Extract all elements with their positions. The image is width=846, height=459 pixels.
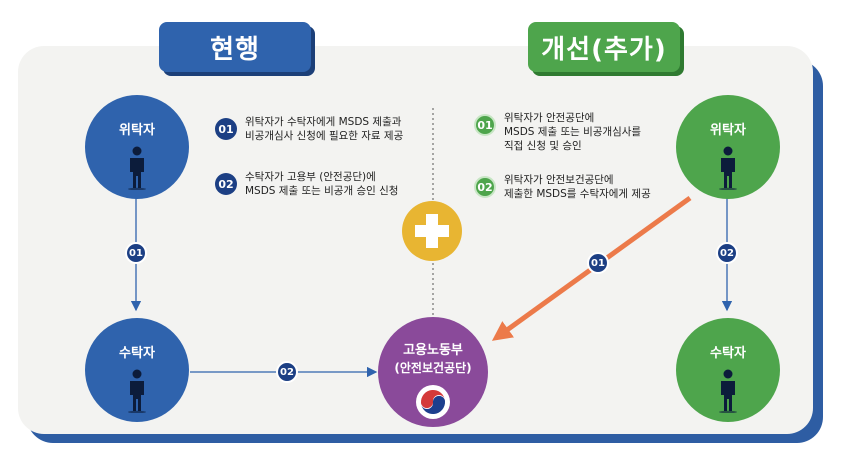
step-badge-left-02: 02: [276, 361, 298, 383]
step-badge-right-02: 02: [716, 242, 738, 264]
node-consigner-current: 위탁자: [85, 95, 189, 199]
note-improved-01: 01 위탁자가 안전공단에 MSDS 제출 또는 비공개심사를 직접 신청 및 …: [474, 111, 641, 153]
note-improved-02: 02 위탁자가 안전보건공단에 제출한 MSDS를 수탁자에게 제공: [474, 173, 651, 201]
note-badge: 02: [215, 173, 237, 195]
ministry-name: 고용노동부: [403, 343, 463, 358]
person-icon: [719, 146, 737, 190]
node-consigner-improved: 위탁자: [676, 95, 780, 199]
node-label: 위탁자: [119, 123, 155, 138]
note-badge: 01: [215, 118, 237, 140]
tab-current: 현행: [159, 22, 311, 72]
node-label: 수탁자: [119, 346, 155, 361]
node-contractor-current: 수탁자: [85, 318, 189, 422]
plus-icon: [415, 214, 449, 248]
note-text: 위탁자가 안전공단에 MSDS 제출 또는 비공개심사를 직접 신청 및 승인: [504, 112, 642, 152]
note-badge: 01: [474, 114, 496, 136]
node-label: 수탁자: [710, 346, 746, 361]
note-text: 위탁자가 안전보건공단에 제출한 MSDS를 수탁자에게 제공: [504, 174, 651, 200]
note-text: 수탁자가 고용부 (안전공단)에 MSDS 제출 또는 비공개 승인 신청: [245, 171, 399, 197]
korea-emblem-icon: [416, 385, 450, 419]
note-text: 위탁자가 수탁자에게 MSDS 제출과 비공개심사 신청에 필요한 자료 제공: [245, 116, 404, 142]
node-contractor-improved: 수탁자: [676, 318, 780, 422]
tab-improved: 개선(추가): [528, 22, 680, 72]
person-icon: [128, 146, 146, 190]
step-badge-left-01: 01: [125, 242, 147, 264]
person-icon: [128, 369, 146, 413]
note-current-01: 01 위탁자가 수탁자에게 MSDS 제출과 비공개심사 신청에 필요한 자료 …: [215, 115, 403, 143]
step-badge-right-01: 01: [587, 252, 609, 274]
node-ministry: 고용노동부 (안전보건공단): [378, 317, 488, 427]
node-label: 위탁자: [710, 123, 746, 138]
person-icon: [719, 369, 737, 413]
plus-icon-circle: [402, 201, 462, 261]
note-current-02: 02 수탁자가 고용부 (안전공단)에 MSDS 제출 또는 비공개 승인 신청: [215, 170, 398, 198]
ministry-agency: (안전보건공단): [394, 361, 472, 375]
note-badge: 02: [474, 176, 496, 198]
